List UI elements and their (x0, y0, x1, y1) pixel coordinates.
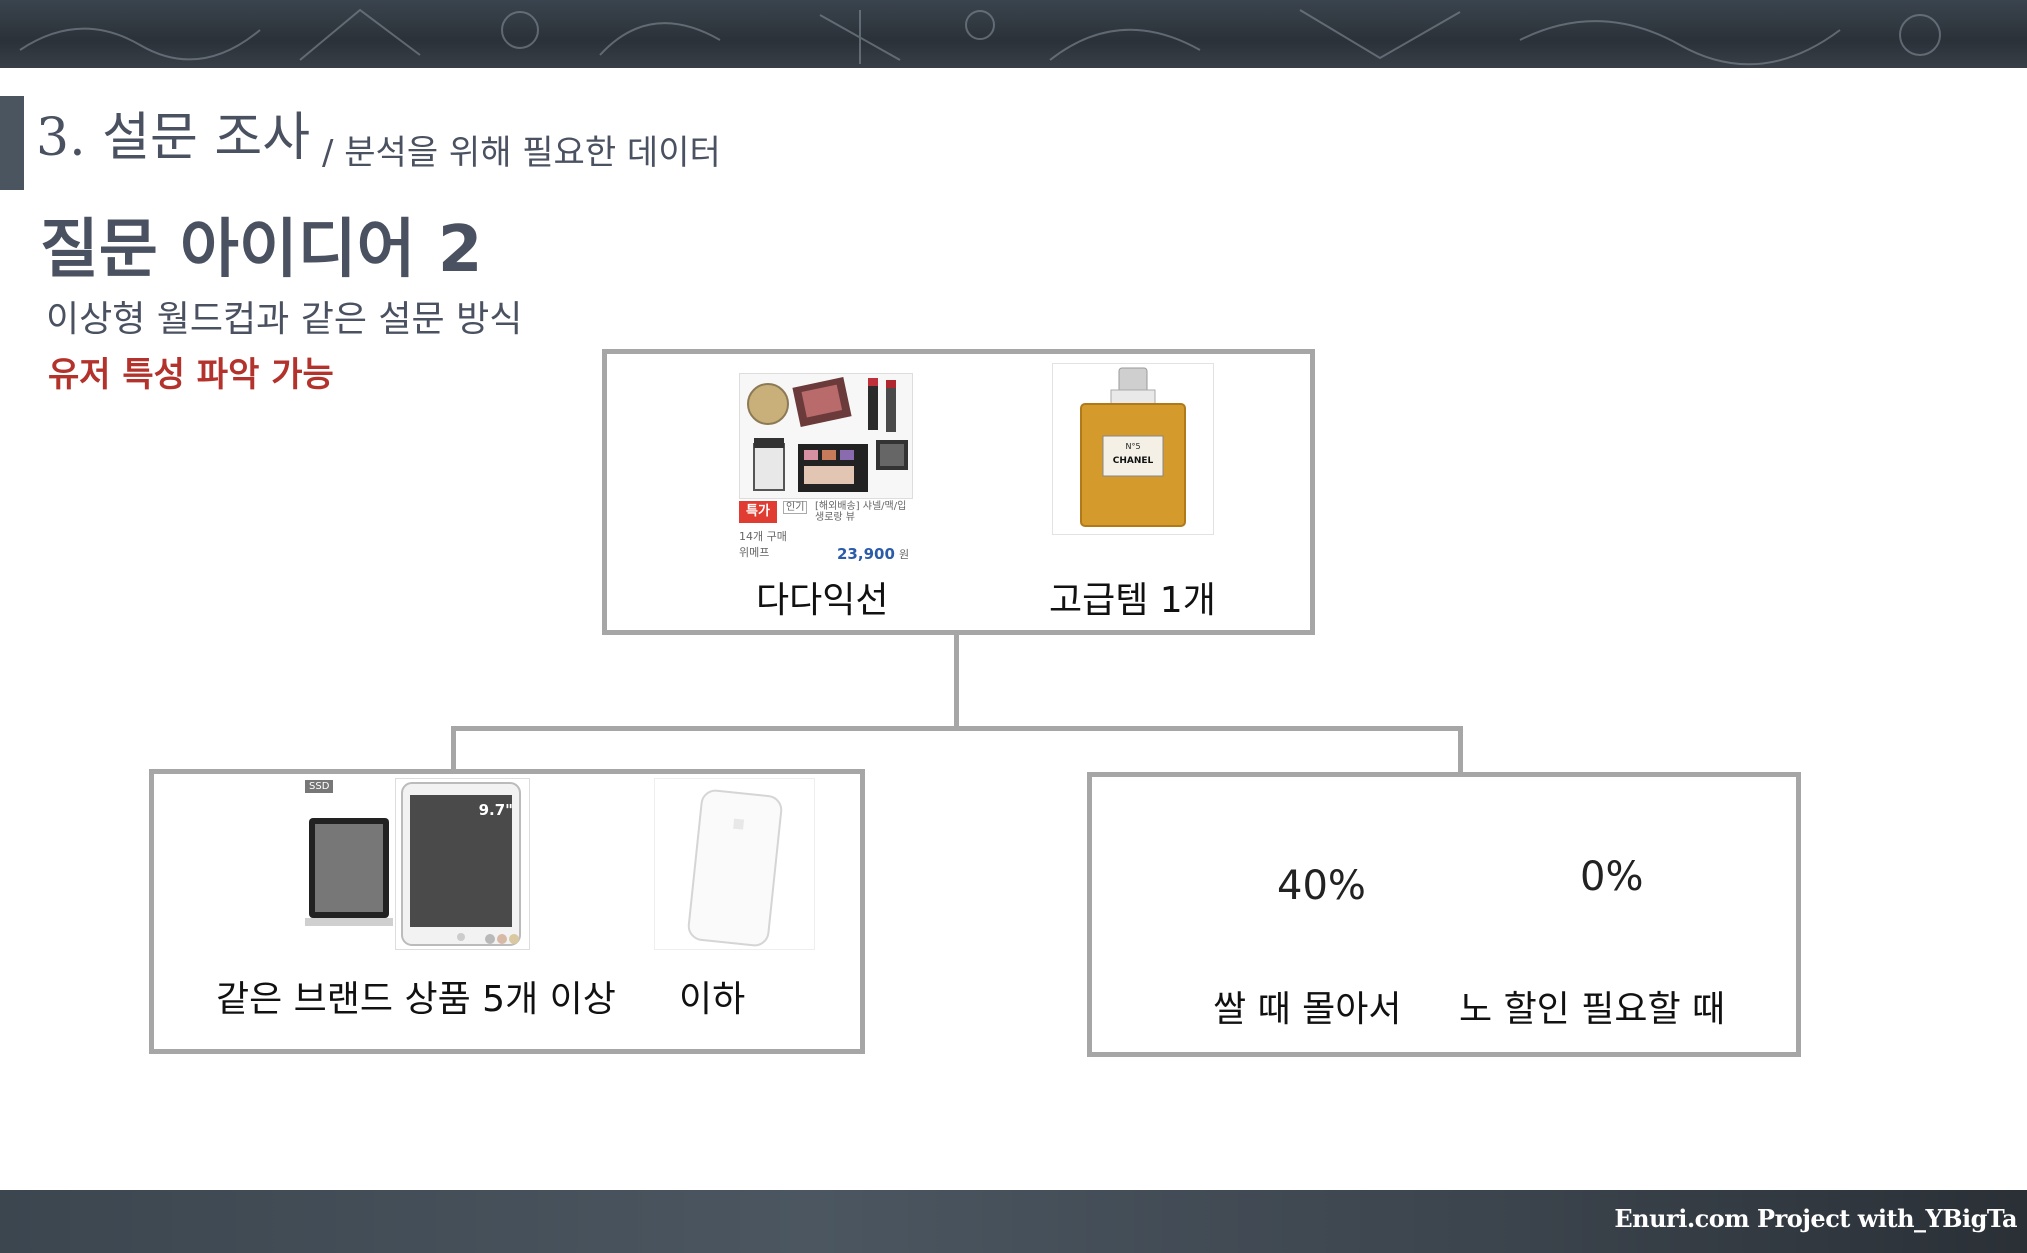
tablet-size-tag: 9.7" (478, 801, 513, 819)
bottom-banner (0, 1190, 2027, 1253)
ssd-tag: SSD (305, 780, 334, 793)
popular-tag: 인기 (783, 501, 808, 514)
idea-description: 이상형 월드컵과 같은 설문 방식 (46, 299, 523, 340)
product-name: [해외배송] 샤넬/맥/입생로랑 뷰 (815, 501, 907, 523)
tablet-icon (401, 782, 521, 946)
price-currency: 원 (899, 548, 910, 561)
product-price: 23,900 (837, 545, 895, 563)
top-left-label: 다다익선 (756, 580, 889, 621)
powerbank-icon (687, 789, 783, 947)
section-subtitle: / 분석을 위해 필요한 데이터 (322, 133, 721, 173)
question-box-left: SSD 9.7" 같은 브랜드 상품 5개 이상 이하 (149, 769, 865, 1054)
top-right-label: 고급템 1개 (1049, 580, 1216, 621)
perfume-number: N°5 (1125, 442, 1141, 451)
left-discount-percent: 40% (1277, 863, 1366, 909)
perfume-image: N°5 CHANEL (1052, 363, 1214, 535)
right-box-left-label: 쌀 때 몰아서 (1213, 989, 1402, 1030)
purchase-count: 14개 구매 (739, 530, 787, 543)
chalkboard-decoration (19, 8, 1941, 66)
cosmetics-image (739, 373, 913, 499)
connector-vertical-left (451, 726, 456, 772)
left-box-left-label: 같은 브랜드 상품 5개 이상 (216, 979, 616, 1020)
connector-vertical-right (1458, 726, 1463, 772)
connector-vertical-top (954, 633, 959, 728)
perfume-bottle-icon (1080, 367, 1186, 527)
question-box-right: 40% 0% 쌀 때 몰아서 노 할인 필요할 때 (1087, 772, 1801, 1057)
section-title: 3. 설문 조사 (36, 108, 311, 168)
left-box-right-label: 이하 (679, 979, 746, 1020)
idea-highlight: 유저 특성 파악 가능 (48, 355, 334, 395)
special-badge: 특가 (739, 501, 777, 523)
idea-title: 질문 아이디어 2 (40, 213, 483, 287)
laptop-icon (305, 818, 393, 926)
perfume-brand: CHANEL (1112, 456, 1154, 466)
question-box-top: 특가 인기 [해외배송] 샤넬/맥/입생로랑 뷰 14개 구매 위메프 23,9… (602, 349, 1315, 635)
top-banner (0, 0, 2027, 68)
seller-name: 위메프 (739, 546, 770, 559)
cosmetics-product-card: 특가 인기 [해외배송] 샤넬/맥/입생로랑 뷰 14개 구매 위메프 23,9… (739, 373, 913, 569)
tablet-image: 9.7" (395, 778, 530, 950)
connector-horizontal (451, 726, 1463, 731)
laptop-image: SSD (305, 780, 393, 950)
right-discount-percent: 0% (1580, 854, 1644, 900)
section-accent-bar (0, 96, 24, 190)
footer-credit: Enuri.com Project with_YBigTa (1614, 1204, 2017, 1233)
right-box-right-label: 노 할인 필요할 때 (1459, 989, 1726, 1030)
powerbank-image (654, 778, 815, 950)
